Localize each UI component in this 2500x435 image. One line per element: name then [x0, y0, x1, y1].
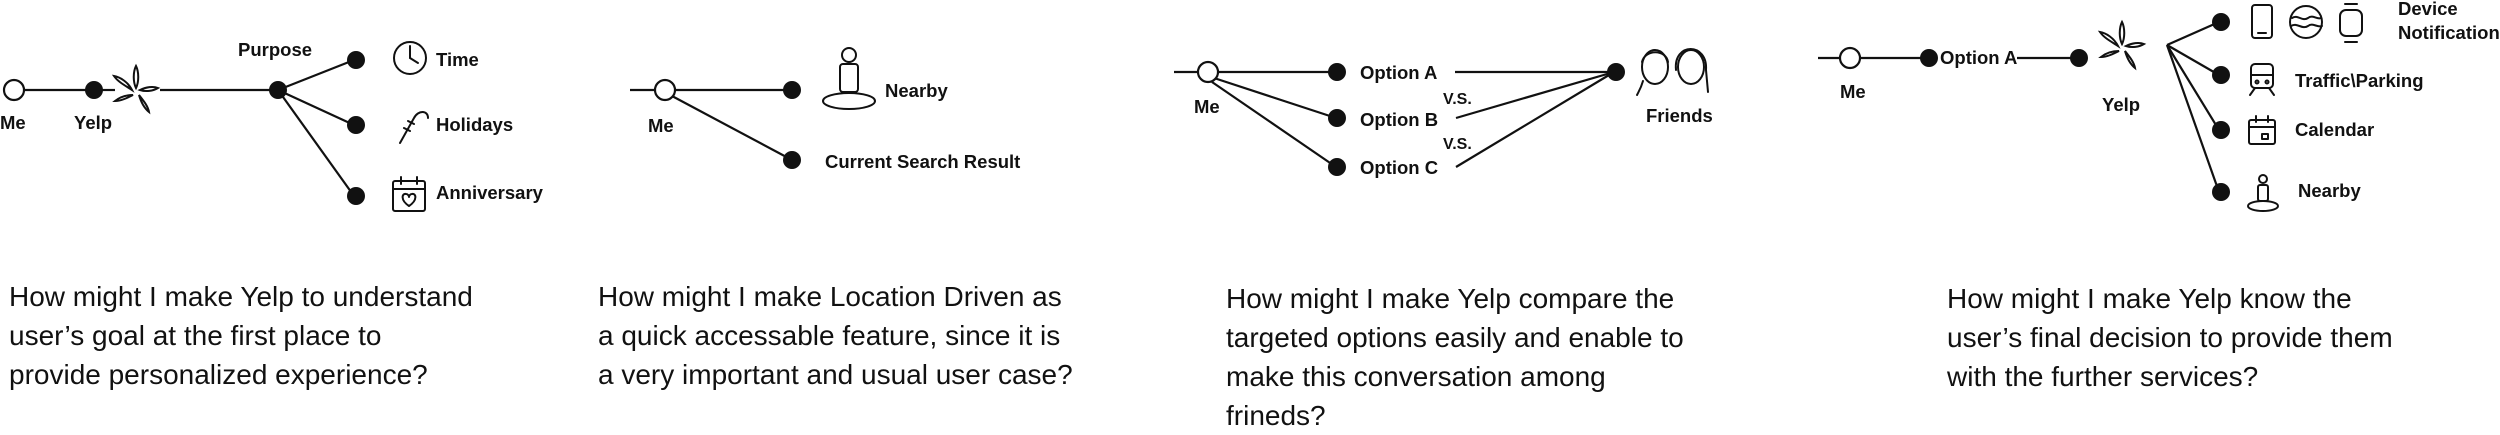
device-node	[2212, 13, 2230, 31]
yelp-label: Yelp	[74, 112, 112, 133]
question-compare: How might I make Yelp compare the target…	[1226, 283, 1684, 431]
me-node	[2, 78, 26, 102]
question-services: How might I make Yelp know the user’s fi…	[1947, 283, 2393, 392]
calendar-icon	[2248, 115, 2276, 145]
train-icon	[2249, 63, 2275, 96]
me-label-4: Me	[1840, 81, 1866, 102]
holidays-label: Holidays	[436, 114, 513, 135]
yelp-node-4	[2070, 49, 2088, 67]
yelp-burst-icon	[113, 65, 159, 113]
traffic-parking-label: Traffic\Parking	[2295, 70, 2424, 91]
diagram-location: Me Nearby Current Search Result	[630, 47, 1020, 172]
time-label: Time	[436, 49, 479, 70]
diagram-purpose: Me Yelp Purpose Time Holidays Anniversar…	[0, 39, 544, 212]
option-b-label: Option B	[1360, 109, 1438, 130]
traffic-node	[2212, 66, 2230, 84]
question-location: How might I make Location Driven as a qu…	[598, 281, 1073, 390]
clock-icon	[393, 41, 427, 75]
device-label-line1: Device	[2398, 0, 2458, 19]
watch-icon	[2339, 3, 2363, 43]
phone-icon	[2251, 4, 2273, 39]
vs-label-2: V.S.	[1443, 136, 1472, 153]
me-label: Me	[0, 112, 26, 133]
calendar-heart-icon	[392, 176, 426, 212]
nearby-node-4	[2212, 183, 2230, 201]
yelp-burst-icon	[2099, 21, 2145, 69]
purpose-node	[269, 81, 287, 99]
current-search-node	[783, 151, 801, 169]
me-node-3	[1196, 60, 1220, 84]
option-a-label-4: Option A	[1940, 47, 2017, 68]
option-c-label: Option C	[1360, 157, 1438, 178]
nearby-node	[783, 81, 801, 99]
nearby-label: Nearby	[885, 80, 948, 101]
device-label-line2: Notification	[2398, 22, 2500, 43]
nearby-label-4: Nearby	[2298, 180, 2361, 201]
me-node-4	[1838, 46, 1862, 70]
time-node	[347, 51, 365, 69]
vs-label-1: V.S.	[1443, 91, 1472, 108]
question-personalized: How might I make Yelp to understand user…	[9, 281, 473, 390]
me-node-2	[653, 78, 677, 102]
purpose-label: Purpose	[238, 39, 312, 60]
friends-node	[1607, 63, 1625, 81]
yelp-node	[85, 81, 103, 99]
me-label-3: Me	[1194, 96, 1220, 117]
person-pin-icon	[822, 47, 876, 110]
speaker-icon	[2289, 5, 2323, 39]
calendar-label: Calendar	[2295, 119, 2374, 140]
friends-faces-icon	[1636, 48, 1709, 96]
option-b-node	[1328, 109, 1346, 127]
candy-cane-icon	[399, 111, 429, 144]
option-a-node	[1328, 63, 1346, 81]
friends-label: Friends	[1646, 105, 1713, 126]
person-pin-icon	[2247, 174, 2279, 212]
me-label-2: Me	[648, 115, 674, 136]
diagram-services: Me Option A Yelp Device Notification Tra…	[1818, 0, 2500, 212]
anniversary-label: Anniversary	[436, 182, 544, 203]
option-c-node	[1328, 158, 1346, 176]
diagram-compare: Me Option A Option B Option C V.S. V.S. …	[1174, 48, 1713, 178]
calendar-node	[2212, 121, 2230, 139]
option-a-node-4	[1920, 49, 1938, 67]
anniversary-node	[347, 187, 365, 205]
option-a-label: Option A	[1360, 62, 1437, 83]
current-search-result-label: Current Search Result	[825, 151, 1020, 172]
holidays-node	[347, 116, 365, 134]
yelp-label-4: Yelp	[2102, 94, 2140, 115]
